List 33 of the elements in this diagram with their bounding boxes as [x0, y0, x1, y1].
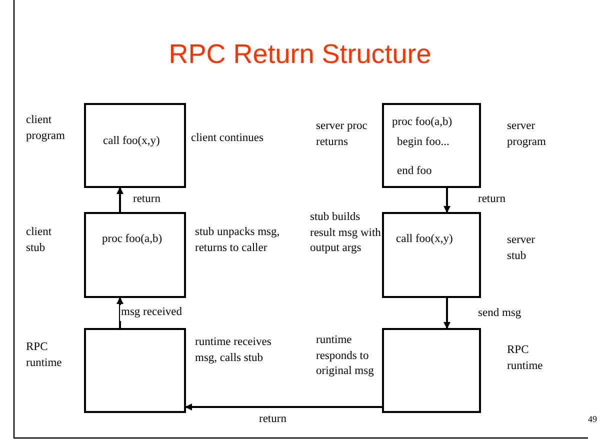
annotation-text: stub builds result msg with output args: [310, 210, 382, 256]
box-text: proc foo(a,b): [102, 232, 162, 247]
arrow: [444, 188, 450, 213]
annotation-text: runtime responds to original msg: [316, 333, 375, 379]
page-number: 49: [588, 414, 597, 425]
arrow: [116, 187, 124, 212]
arrow: [444, 298, 450, 329]
edge-label: msg received: [120, 305, 183, 320]
empty-box: [84, 328, 186, 413]
process-box: [84, 212, 186, 298]
annotation-text: server stub: [507, 233, 536, 264]
annotation-text: client continues: [191, 131, 264, 146]
process-box: [84, 103, 186, 188]
slide-title: RPC Return Structure: [168, 38, 432, 70]
annotation-text: RPC runtime: [26, 340, 63, 370]
empty-box: [382, 328, 481, 413]
annotation-text: client stub: [26, 225, 53, 256]
arrow: [116, 297, 124, 328]
box-text: end foo: [397, 164, 432, 179]
annotation-text: RPC runtime: [507, 343, 544, 374]
annotation-text: client program: [26, 113, 66, 144]
box-text: proc foo(a,b): [392, 115, 452, 130]
annotation-text: server proc returns: [316, 119, 368, 150]
annotation-text: runtime receives msg, calls stub: [195, 335, 272, 366]
annotation-text: server program: [507, 119, 547, 150]
edge-label: send msg: [477, 306, 522, 322]
box-text: call foo(x,y): [103, 134, 160, 149]
box-text: begin foo...: [397, 135, 450, 150]
box-text: call foo(x,y): [396, 232, 453, 247]
process-box: [382, 103, 481, 188]
process-box: [382, 212, 481, 298]
arrow: [185, 404, 382, 410]
annotation-text: stub unpacks msg, returns to caller: [195, 225, 280, 256]
